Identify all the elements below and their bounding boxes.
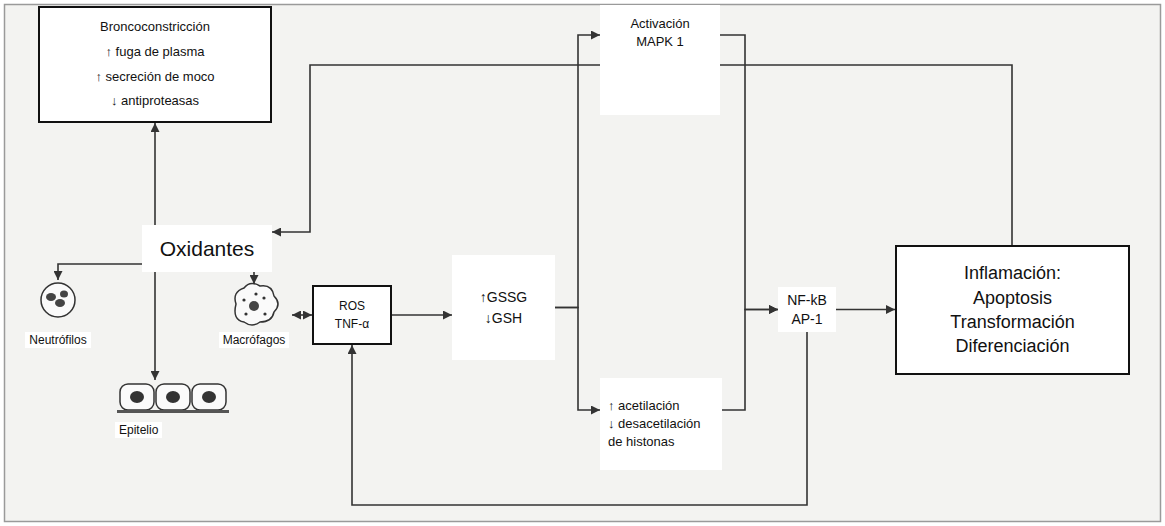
basement-membrane (117, 410, 229, 413)
neutrophil-icon (41, 283, 75, 317)
neutrophil-cell (41, 283, 75, 317)
cell-nucleus (130, 391, 144, 403)
neutrophil-node: Neutrófilos (12, 280, 104, 348)
node-text: Epitelio (115, 422, 162, 438)
node-text: ↓ desacetilación de histonas (608, 415, 714, 451)
connector-arrow (154, 272, 156, 380)
connector-arrow (555, 308, 600, 411)
node-text: ↑ fuga de plasma (105, 40, 204, 65)
neutrophil-lobe (55, 299, 65, 307)
macrophage-granule (262, 296, 265, 299)
node-text: Neutrófilos (25, 332, 90, 348)
node-text: Apoptosis (973, 286, 1052, 310)
node-text: Transformación (950, 310, 1074, 334)
epithelial-cell (156, 384, 190, 410)
epithelial-cell (192, 384, 226, 410)
node-text: Macrófagos (219, 332, 290, 348)
epithelial-cell (120, 384, 154, 410)
node-text: Diferenciación (955, 334, 1069, 358)
neutrophil-lobe (60, 291, 68, 298)
oxidants-box: Oxidantes (142, 225, 272, 272)
node-text: ↑GSSG (480, 287, 527, 308)
frame (5, 5, 1161, 522)
node-text: ROS (339, 297, 365, 315)
node-text: ↓GSH (485, 308, 522, 329)
node-text: ↓ antiproteasas (111, 89, 199, 114)
node-text: Activación MAPK 1 (620, 15, 700, 50)
connector-arrow (253, 272, 255, 284)
mapk-box: Activación MAPK 1 (600, 5, 720, 115)
epithelium-icon (117, 384, 229, 413)
cell-nucleus (202, 391, 216, 403)
macrophage-granule (254, 292, 257, 295)
node-text: Oxidantes (160, 236, 255, 261)
connector-arrow (392, 314, 452, 316)
node-text: TNF-α (335, 315, 369, 333)
macrophage-granule (242, 298, 245, 301)
node-text: Inflamación: (964, 261, 1061, 285)
connector-arrow (720, 35, 778, 310)
effects-box: Broncoconstricción↑ fuga de plasma↑ secr… (38, 6, 272, 123)
macrophage-node: Macrófagos (216, 284, 292, 348)
node-text: ↑ acetilación (608, 397, 680, 415)
macrophage-cell (235, 283, 278, 325)
neutrophil-lobe (46, 293, 56, 301)
node-text: Broncoconstricción (100, 15, 210, 40)
connector-arrow (154, 123, 156, 225)
macrophage-nucleus (249, 301, 259, 311)
histone-box: ↑ acetilación↓ desacetilación de histona… (600, 378, 722, 470)
transcription-box: NF-kBAP-1 (778, 287, 836, 332)
node-text: NF-kB (787, 291, 827, 309)
connector-arrow (58, 264, 142, 280)
node-text: AP-1 (791, 310, 822, 328)
connector-arrow (836, 309, 895, 311)
glutathione-box: ↑GSSG↓GSH (452, 255, 555, 360)
epithelium-node: Epitelio (115, 380, 233, 438)
connector-arrow (352, 332, 807, 505)
outcome-box: Inflamación:ApoptosisTransformaciónDifer… (895, 245, 1130, 375)
cell-nucleus (166, 391, 180, 403)
macrophage-granule (263, 312, 266, 315)
macrophage-granule (244, 312, 247, 315)
connector-arrow (722, 310, 778, 411)
node-text: ↑ secreción de moco (95, 65, 214, 90)
connector-arrow (555, 35, 600, 308)
process-box: ROSTNF-α (312, 285, 392, 345)
connector-arrow (292, 314, 312, 316)
macrophage-icon (235, 283, 278, 325)
